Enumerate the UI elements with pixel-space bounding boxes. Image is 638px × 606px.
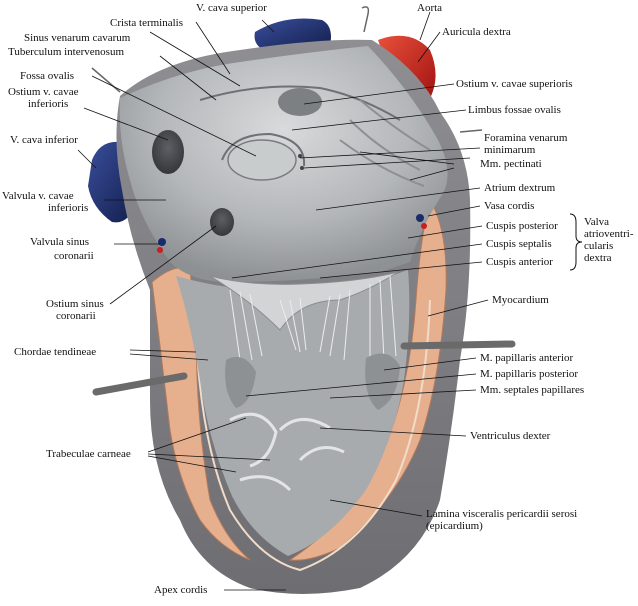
chordae-strands (229, 275, 397, 361)
label-mm-pectinati: Mm. pectinati (480, 158, 542, 170)
ostium-sinus-shape (210, 208, 234, 236)
label-valvula-cavae-2: inferioris (48, 202, 89, 214)
label-ostium-cavae-sup: Ostium v. cavae superioris (456, 78, 573, 90)
vasa-red-right (421, 223, 427, 229)
pin-right (400, 340, 516, 350)
label-auricula-dextra: Auricula dextra (442, 26, 511, 38)
leader-lines (77, 11, 489, 591)
label-lamina-2: (epicardium) (426, 520, 483, 532)
crista-ridge (199, 85, 401, 121)
valva-brace (569, 213, 583, 271)
label-m-pap-posterior: M. papillaris posterior (480, 368, 579, 380)
label-trabeculae: Trabeculae carneae (46, 448, 131, 460)
label-limbus: Limbus fossae ovalis (468, 104, 561, 116)
ventricle-interior (176, 270, 410, 556)
epicardium-inner-line (195, 299, 431, 572)
label-m-pap-anterior: M. papillaris anterior (480, 352, 574, 364)
ostium-cavae-inferioris-shape (152, 130, 184, 174)
cusp-septalis-shape (209, 271, 399, 331)
label-v-cava-inferior: V. cava inferior (10, 134, 78, 146)
fossa-ovalis-shape (227, 139, 297, 181)
label-fossa-ovalis: Fossa ovalis (20, 70, 75, 82)
label-valvula-sinus-2: coronarii (54, 250, 94, 262)
vasa-blue-right (416, 214, 424, 222)
label-aorta: Aorta (417, 2, 443, 14)
label-crista-terminalis: Crista terminalis (110, 17, 184, 29)
label-tuberculum: Tuberculum intervenosum (8, 46, 124, 58)
pin-left (92, 372, 188, 396)
label-valvula-cavae-1: Valvula v. cavae (2, 190, 74, 202)
label-mm-septales: Mm. septales papillares (480, 384, 585, 396)
vasa-red-left (157, 247, 163, 253)
label-valva-4: dextra (584, 252, 612, 264)
label-foramina-2: minimarum (484, 144, 536, 156)
label-foramina-1: Foramina venarum (484, 132, 568, 144)
label-valvula-sinus-1: Valvula sinus (30, 236, 89, 248)
foramina-dot-2 (300, 166, 304, 170)
label-cuspis-posterior: Cuspis posterior (486, 220, 558, 232)
label-ostium-sinus-2: coronarii (56, 310, 96, 322)
label-cuspis-anterior: Cuspis anterior (486, 256, 553, 268)
label-ventriculus: Ventriculus dexter (470, 430, 551, 442)
label-chordae: Chordae tendineae (14, 346, 97, 358)
trabeculae-shapes (229, 412, 345, 492)
pectinati-ridges (339, 99, 431, 187)
hook-left (91, 67, 121, 93)
papillary-posterior (225, 356, 256, 408)
label-atrium-dextrum: Atrium dextrum (484, 182, 556, 194)
label-valva-2: atrioventri- (584, 228, 634, 240)
label-v-cava-superior: V. cava superior (196, 2, 267, 14)
label-vasa-cordis: Vasa cordis (484, 200, 535, 212)
foramina-dot-1 (298, 154, 302, 158)
label-ostium-sinus-1: Ostium sinus (46, 298, 104, 310)
label-ostium-cavae-inf-2: inferioris (28, 98, 69, 110)
label-sinus-venarum: Sinus venarum cavarum (24, 32, 131, 44)
label-myocardium: Myocardium (492, 294, 549, 306)
label-ostium-cavae-inf-1: Ostium v. cavae (8, 86, 79, 98)
label-lamina-1: Lamina visceralis pericardii serosi (426, 508, 578, 520)
limbus-rim (221, 132, 306, 167)
vasa-blue-left (158, 238, 166, 246)
label-valva-3: cularis (584, 240, 614, 252)
hook-right (459, 129, 483, 133)
label-valva-1: Valva (584, 216, 610, 228)
hook-top (361, 6, 370, 33)
label-cuspis-septalis: Cuspis septalis (486, 238, 552, 250)
ostium-cavae-superioris-shape (278, 88, 322, 116)
label-apex: Apex cordis (154, 584, 208, 596)
